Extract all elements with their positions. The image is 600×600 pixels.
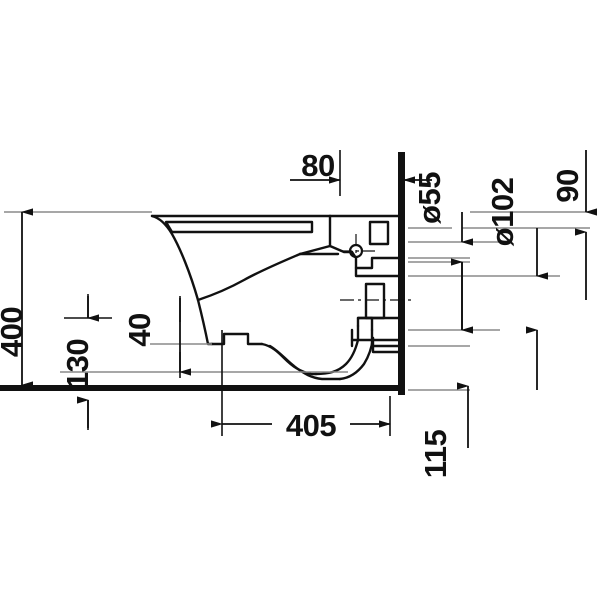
dimension-label-405: 405 <box>286 408 336 443</box>
dimension-90: 90 <box>550 150 597 300</box>
dimension-40: 40 <box>122 298 191 376</box>
dimension-diameter-55: ø55 <box>412 172 473 334</box>
flush-inlet <box>340 234 378 268</box>
dimension-label-diameter-55: ø55 <box>412 172 447 224</box>
dimension-label-90: 90 <box>550 169 585 202</box>
wall <box>398 152 405 395</box>
dimension-label-130: 130 <box>60 339 95 389</box>
dimension-130: 130 <box>60 296 112 428</box>
dimension-80: 80 <box>290 148 432 184</box>
dimension-115: 115 <box>418 382 469 478</box>
dimension-label-40: 40 <box>122 313 157 346</box>
dimension-400: 400 <box>0 208 33 389</box>
dimension-label-80: 80 <box>301 148 334 183</box>
dimension-label-diameter-102: ø102 <box>485 178 520 247</box>
extension-lines <box>4 211 590 391</box>
dimension-405: 405 <box>211 404 391 444</box>
dimension-label-400: 400 <box>0 307 29 357</box>
dimension-diameter-102: ø102 <box>485 178 548 390</box>
dimension-label-115: 115 <box>418 429 453 478</box>
floor <box>0 385 402 391</box>
